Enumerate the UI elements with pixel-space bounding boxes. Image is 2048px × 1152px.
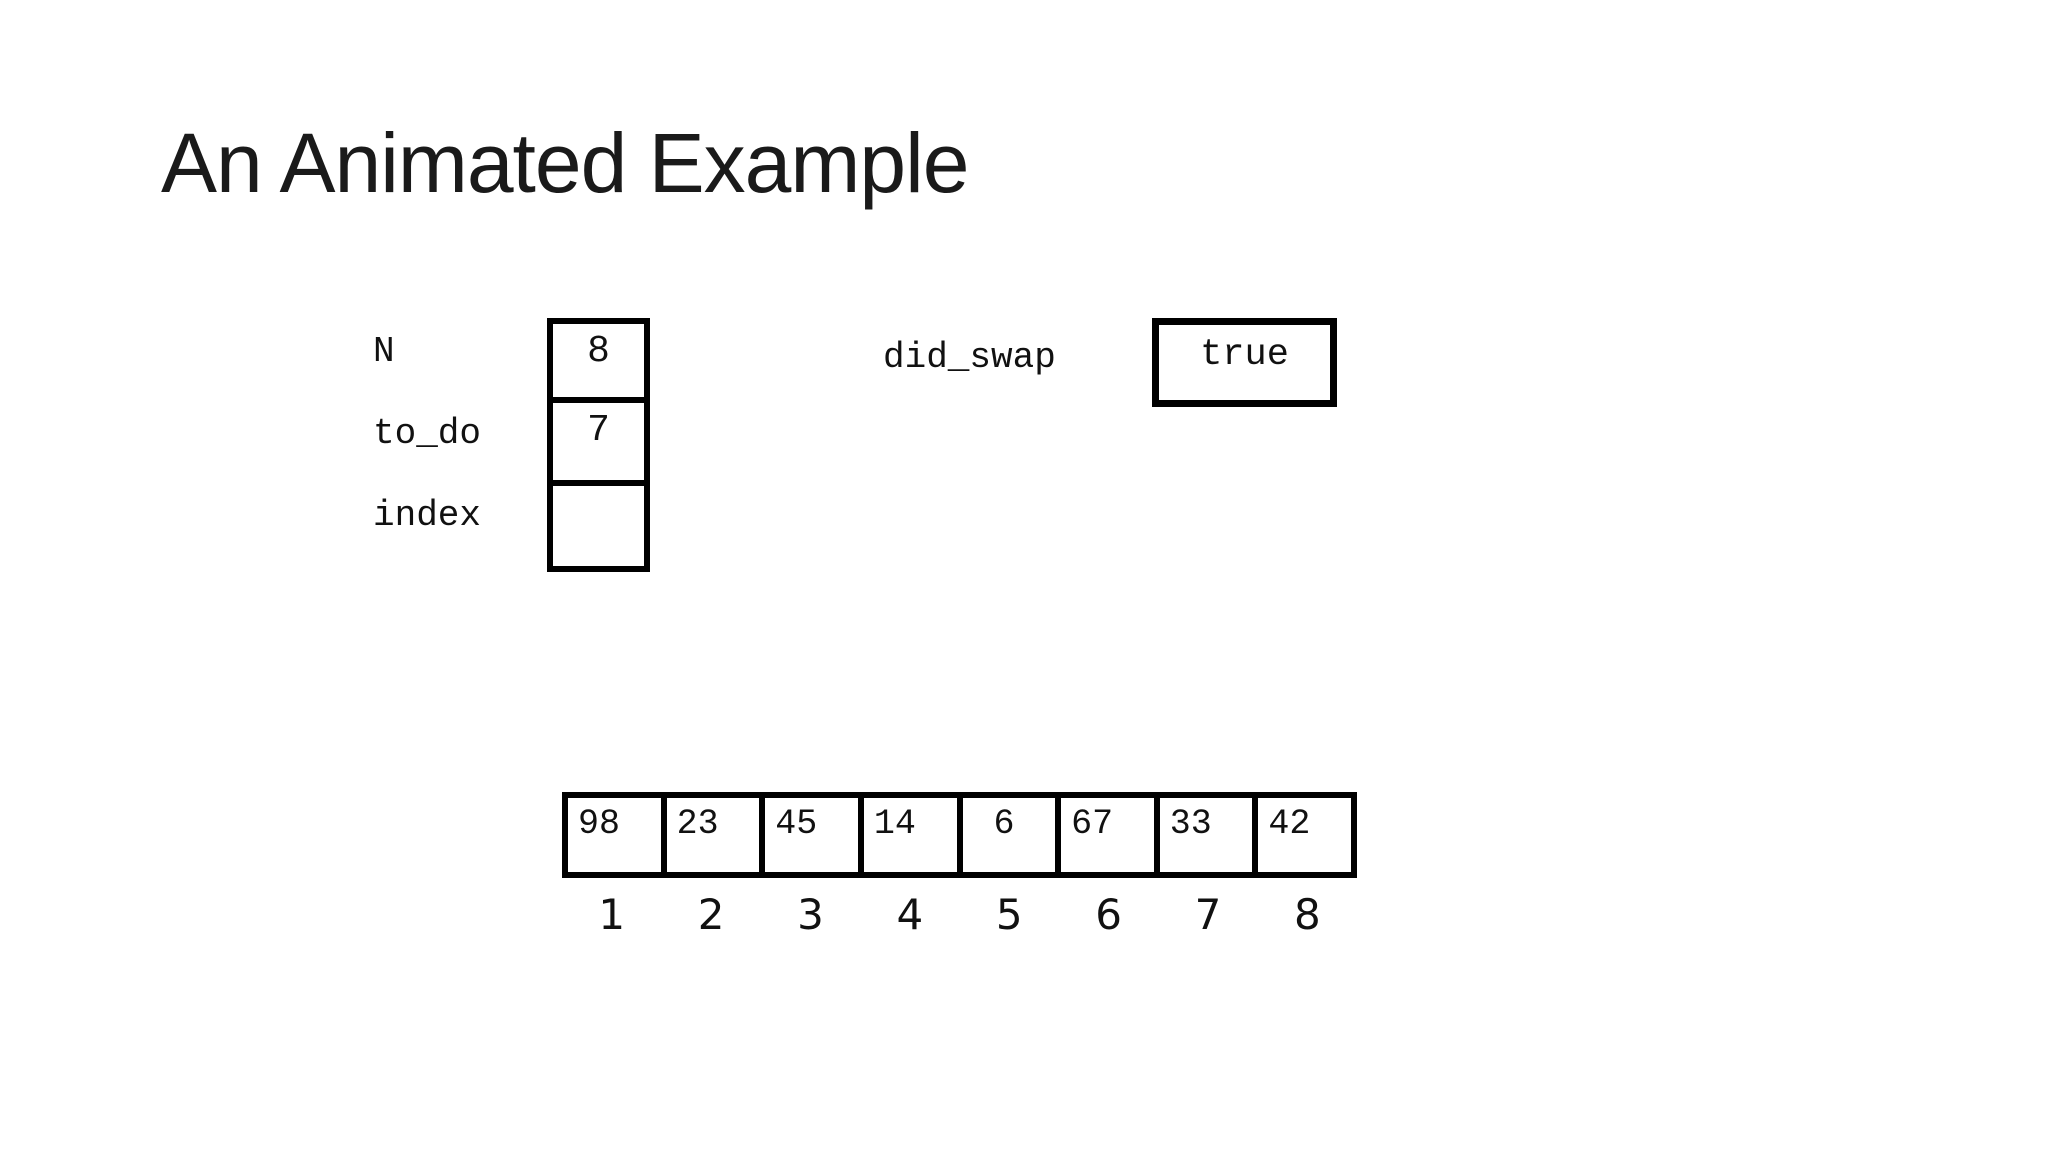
array-cell: 45 bbox=[759, 792, 864, 878]
array-index-label: 8 bbox=[1293, 890, 1321, 939]
variable-label-index: index bbox=[373, 495, 482, 536]
array-cell: 42 bbox=[1252, 792, 1357, 878]
array-cell-value: 23 bbox=[676, 804, 719, 844]
array-cell-value: 98 bbox=[578, 804, 621, 844]
array-cell: 33 bbox=[1153, 792, 1259, 878]
array-cell: 6 bbox=[956, 792, 1062, 878]
variable-box-n: 8 bbox=[547, 318, 650, 403]
did-swap-label: did_swap bbox=[883, 337, 1056, 378]
variable-label-n: N bbox=[373, 331, 395, 372]
array-panel: 98 23 45 14 6 67 33 42 1 2 3 4 5 6 7 8 bbox=[562, 792, 1357, 940]
array-index-label: 7 bbox=[1194, 890, 1222, 939]
variable-value-to-do: 7 bbox=[587, 409, 610, 452]
array-cell-value: 67 bbox=[1071, 804, 1114, 844]
array-cell: 67 bbox=[1055, 792, 1160, 878]
array-indices: 1 2 3 4 5 6 7 8 bbox=[562, 890, 1357, 940]
did-swap-value: true bbox=[1200, 334, 1289, 376]
slide-title: An Animated Example bbox=[161, 116, 969, 210]
variable-value-n: 8 bbox=[587, 330, 610, 373]
array-cell: 98 bbox=[562, 792, 667, 878]
did-swap-box: true bbox=[1152, 318, 1337, 407]
array-index-label: 6 bbox=[1095, 890, 1122, 939]
array-cells: 98 23 45 14 6 67 33 42 bbox=[562, 792, 1357, 878]
variable-box-index bbox=[547, 480, 650, 572]
array-index-label: 1 bbox=[598, 890, 626, 939]
array-index-label: 5 bbox=[995, 890, 1023, 939]
array-index-label: 3 bbox=[797, 890, 824, 939]
array-cell: 14 bbox=[857, 792, 963, 878]
array-cell-value: 14 bbox=[873, 804, 916, 844]
array-cell: 23 bbox=[660, 792, 766, 878]
variable-box-to-do: 7 bbox=[547, 397, 650, 486]
array-index-label: 4 bbox=[896, 890, 924, 939]
array-index-label: 2 bbox=[697, 890, 725, 939]
variable-label-to-do: to_do bbox=[373, 413, 482, 454]
array-cell-value: 42 bbox=[1268, 804, 1311, 844]
array-cell-value: 33 bbox=[1169, 804, 1212, 844]
array-cell-value: 45 bbox=[775, 804, 818, 844]
array-cell-value: 6 bbox=[972, 804, 1015, 844]
